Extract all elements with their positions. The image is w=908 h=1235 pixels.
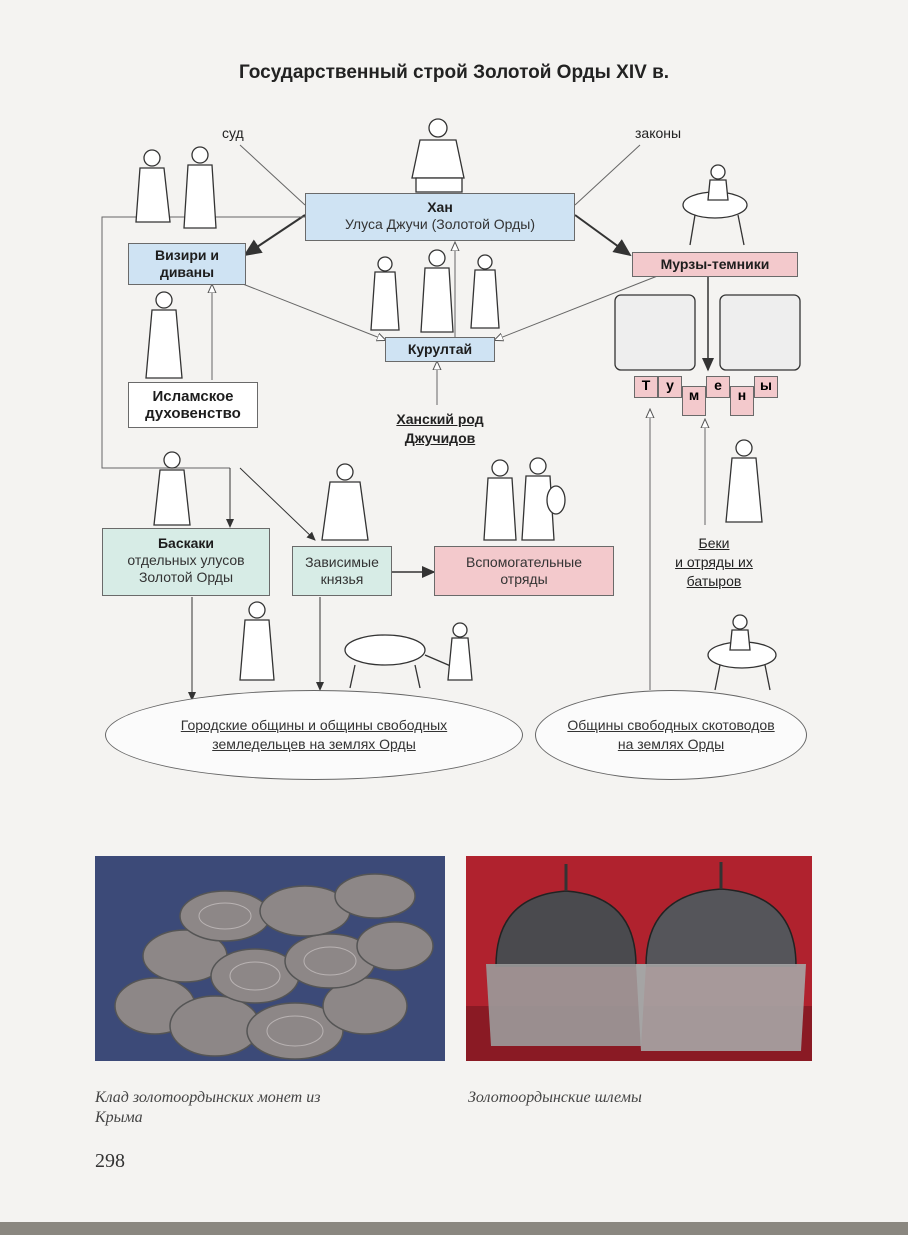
figure-icon xyxy=(321,463,369,541)
viziers-box: Визири и диваны xyxy=(128,243,246,285)
figure-icon xyxy=(145,291,183,379)
city-communities-ellipse: Городские общины и общины свободных земл… xyxy=(105,690,523,780)
princes-box: Зависимые князья xyxy=(292,546,392,596)
baskaks-line-1: отдельных улусов xyxy=(127,552,245,568)
figure-icon xyxy=(483,457,566,541)
auxiliary-line-1: Вспомогательные xyxy=(465,554,582,570)
auxiliary-box: Вспомогательные отряды xyxy=(434,546,614,596)
viziers-line-2: диваны xyxy=(159,264,215,280)
tumen-letter: Т xyxy=(634,376,658,398)
tumen-letter: у xyxy=(658,376,682,398)
beks-line-3: батыров xyxy=(686,573,742,589)
figure-icon xyxy=(411,118,465,193)
khan-box: Хан Улуса Джучи (Золотой Орды) xyxy=(305,193,575,241)
helmets-photo xyxy=(466,856,812,1061)
tumen-letter: н xyxy=(730,386,754,416)
khan-title: Хан xyxy=(427,199,453,215)
horseman-icon xyxy=(682,164,748,246)
horseman-icon xyxy=(614,294,801,371)
princes-line-1: Зависимые xyxy=(305,554,379,570)
khan-subtitle: Улуса Джучи (Золотой Орды) xyxy=(344,216,536,232)
beks-line-1: Беки xyxy=(698,535,730,551)
clergy-line-2: духовенство xyxy=(145,405,241,422)
herders-ellipse: Общины свободных скотоводов на землях Ор… xyxy=(535,690,807,780)
khan-clan-line-2: Джучидов xyxy=(404,430,476,446)
coins-caption-line-2: Крыма xyxy=(95,1109,143,1126)
coins-photo xyxy=(95,856,445,1061)
khan-clan-label: Ханский род Джучидов xyxy=(378,410,502,448)
coins-caption-line-1: Клад золотоордынских монет из xyxy=(95,1089,321,1106)
city-line-1: Городские общины и общины свободных xyxy=(180,717,448,733)
tumen-letter: ы xyxy=(754,376,778,398)
herders-line-1: Общины свободных скотоводов xyxy=(567,717,775,733)
city-line-2: земледельцев на землях Орды xyxy=(212,736,416,752)
coins-caption: Клад золотоордынских монет из Крыма xyxy=(95,1088,415,1128)
label-laws: законы xyxy=(635,125,682,141)
kurultai-box: Курултай xyxy=(385,337,495,362)
clergy-box: Исламское духовенство xyxy=(128,382,258,428)
tumen-letter: м xyxy=(682,386,706,416)
tumen-letter: е xyxy=(706,376,730,398)
baskaks-line-2: Золотой Орды xyxy=(138,569,234,585)
baskaks-box: Баскаки отдельных улусов Золотой Орды xyxy=(102,528,270,596)
princes-line-2: князья xyxy=(320,571,364,587)
figure-icon xyxy=(239,601,275,681)
figure-icons xyxy=(135,118,801,691)
figure-icon xyxy=(370,249,500,333)
baskaks-title: Баскаки xyxy=(157,535,215,551)
herders-line-2: на землях Орды xyxy=(617,736,725,752)
beks-line-2: и отряды их xyxy=(675,554,753,570)
page-edge xyxy=(0,1222,908,1235)
label-court: суд xyxy=(222,125,244,141)
murzas-box: Мурзы-темники xyxy=(632,252,798,277)
plow-icon xyxy=(344,622,473,689)
page-title: Государственный строй Золотой Орды XIV в… xyxy=(238,62,670,83)
helmets-caption: Золотоордынские шлемы xyxy=(468,1089,642,1106)
figure-icon xyxy=(135,146,217,229)
diagram-connectors xyxy=(101,118,801,701)
figure-icon xyxy=(725,439,763,523)
beks-label: Беки и отряды их батыров xyxy=(662,534,766,591)
figure-icon xyxy=(153,451,191,526)
viziers-line-1: Визири и xyxy=(155,247,219,263)
horseman-icon xyxy=(707,614,777,691)
clergy-line-1: Исламское xyxy=(152,388,234,405)
khan-clan-line-1: Ханский род xyxy=(396,411,484,427)
auxiliary-line-2: отряды xyxy=(500,571,548,587)
page-number: 298 xyxy=(95,1150,125,1172)
